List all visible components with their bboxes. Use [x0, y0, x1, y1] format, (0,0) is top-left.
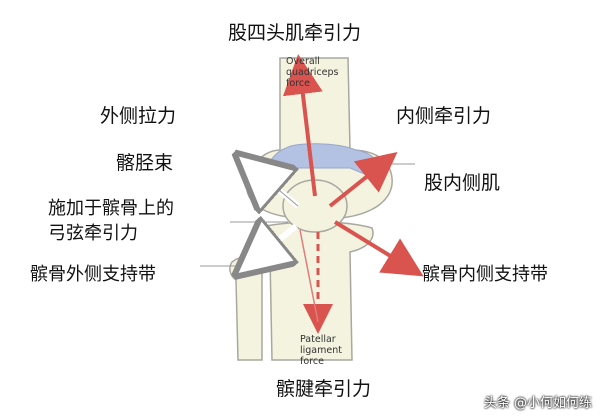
- label-medial-pull: 内侧牵引力: [396, 105, 492, 127]
- lateral-retinaculum-arrow: [252, 226, 296, 262]
- label-vastus-medialis: 股内侧肌: [424, 172, 501, 194]
- quadriceps-force-arrow: [282, 54, 323, 197]
- label-bowstring-2: 弓弦牵引力: [48, 223, 138, 244]
- watermark: 头条 @小何如何练: [483, 396, 592, 411]
- patellar-force-text: Patellar ligament force: [300, 334, 342, 367]
- label-med-retinaculum: 髌骨内侧支持带: [422, 264, 548, 285]
- medial-retinaculum-arrow: [333, 220, 424, 277]
- patellar-tendon-line: [299, 229, 319, 323]
- label-bowstring-1: 施加于髌骨上的: [48, 198, 174, 219]
- label-lat-retinaculum: 髌骨外侧支持带: [30, 264, 156, 285]
- label-lateral-pull: 外侧拉力: [100, 105, 177, 127]
- vastus-medialis-arrow: [328, 152, 398, 208]
- it-band-head: [252, 168, 268, 182]
- fibula: [229, 256, 263, 361]
- label-patellar-tendon: 髌腱牵引力: [276, 378, 372, 400]
- overall-force-text: Overall quadriceps force: [286, 56, 339, 89]
- label-quad-top: 股四头肌牵引力: [228, 22, 362, 44]
- label-it-band: 髂胫束: [116, 152, 174, 174]
